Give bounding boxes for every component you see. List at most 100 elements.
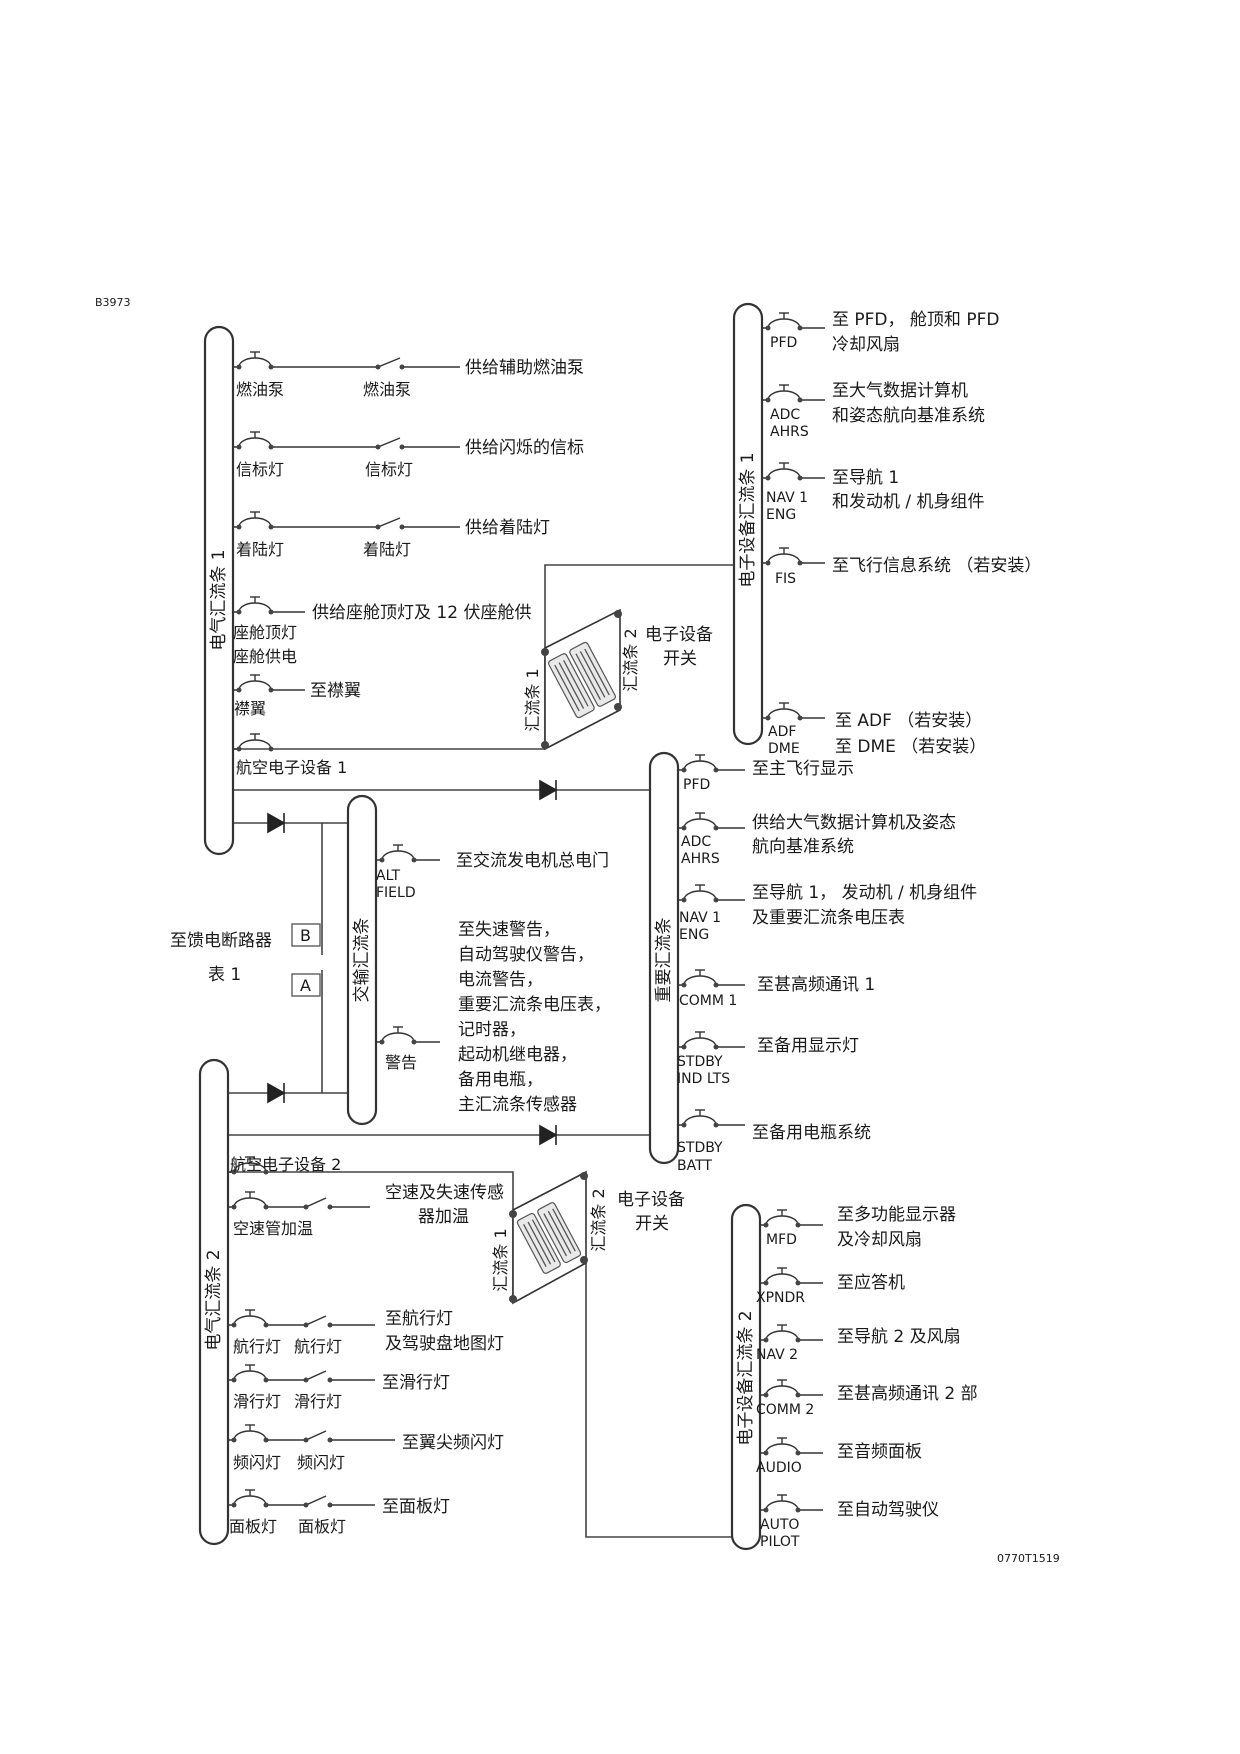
cb-code: COMM 1 xyxy=(679,993,737,1009)
branch-desc: 至多功能显示器 xyxy=(837,1205,956,1225)
circuit-breaker-icon xyxy=(228,1315,375,1326)
elec-bus-2-label: 电气汇流条 2 xyxy=(204,1249,224,1350)
switch-bus1-label: 汇流条 1 xyxy=(491,1228,510,1291)
feeder-label: 至馈电断路器 xyxy=(170,931,272,951)
avionics-master-switch-2[interactable]: 汇流条 1 汇流条 2 电子设备 开关 xyxy=(491,1170,685,1305)
circuit-breaker-icon xyxy=(678,760,745,771)
cb-code-2: PILOT xyxy=(760,1534,800,1550)
doc-ref-bottom: 0770T1519 xyxy=(997,1552,1060,1565)
cb-code: ADF xyxy=(768,724,796,740)
cb-code-2: AHRS xyxy=(770,424,809,440)
branch-desc: 供给着陆灯 xyxy=(465,518,550,538)
elec-bus-1-label: 电气汇流条 1 xyxy=(209,549,229,650)
branch-desc: 至 PFD， 舱顶和 PFD xyxy=(832,310,999,330)
cb-label: 空速管加温 xyxy=(233,1219,313,1238)
switch-label: 航行灯 xyxy=(294,1337,342,1356)
cb-code-2: FIELD xyxy=(376,885,416,901)
avionics-master-switch-1[interactable]: 汇流条 1 汇流条 2 电子设备 开关 xyxy=(523,608,713,751)
cb-label: 信标灯 xyxy=(236,460,284,479)
branch-desc-2: 及驾驶盘地图灯 xyxy=(385,1334,504,1354)
circuit-breaker-icon xyxy=(678,818,745,829)
branch-desc: 至音频面板 xyxy=(837,1442,922,1462)
branch-desc-2: 航向基准系统 xyxy=(752,837,854,857)
avionics-bus-1-branches: PFD 至 PFD， 舱顶和 PFD 冷却风扇 ADC AHRS 至大气数据计算… xyxy=(762,310,1041,757)
switch-label: 面板灯 xyxy=(298,1517,346,1536)
branch-desc-2: 和姿态航向基准系统 xyxy=(832,406,985,426)
branch-desc: 至飞行信息系统 （若安装） xyxy=(832,556,1041,576)
crossfeed-bus-label: 交输汇流条 xyxy=(352,918,372,1003)
warn-list-item: 电流警告， xyxy=(458,970,543,990)
cb-code: PFD xyxy=(683,777,710,793)
elec-bus-1-branches: 燃油泵 燃油泵 供给辅助燃油泵 信标灯 信标灯 供给闪烁的信标 着陆灯 着陆灯 … xyxy=(233,351,584,777)
cb-code: NAV 2 xyxy=(756,1347,798,1363)
diode-crossfeed-2 xyxy=(267,1082,286,1104)
branch-desc-2: 冷却风扇 xyxy=(832,335,900,355)
switch-label: 滑行灯 xyxy=(294,1392,342,1411)
cb-code-2: DME xyxy=(768,741,800,757)
branch-desc: 供给座舱顶灯及 12 伏座舱供 xyxy=(312,603,531,623)
essential-bus-bar xyxy=(648,751,680,1165)
rocker-switch-icon[interactable] xyxy=(548,641,617,719)
branch-desc: 至导航 2 及风扇 xyxy=(837,1327,961,1347)
circuit-breaker-icon xyxy=(678,890,745,901)
circuit-breaker-icon xyxy=(233,437,372,448)
switch-title: 电子设备 xyxy=(617,1190,685,1210)
branch-desc: 至襟翼 xyxy=(310,681,361,701)
circuit-breaker-icon xyxy=(228,1495,375,1506)
circuit-breaker-icon xyxy=(678,1115,745,1126)
circuit-breaker-icon xyxy=(762,708,825,719)
branch-desc-2: 及冷却风扇 xyxy=(837,1230,922,1250)
diode-essential-2 xyxy=(539,1124,558,1146)
cb-code: AUDIO xyxy=(756,1460,802,1476)
switch-label: 信标灯 xyxy=(365,460,413,479)
cb-code: ALT xyxy=(376,868,400,884)
branch-desc: 至交流发电机总电门 xyxy=(456,851,609,871)
avionics-bus-1-bar xyxy=(732,302,764,746)
cb-code: STDBY xyxy=(677,1140,723,1156)
cb-label: 襟翼 xyxy=(234,699,266,718)
switch-bus2-label: 汇流条 2 xyxy=(621,628,640,691)
feeder-b-box xyxy=(291,923,321,947)
warn-list-item: 至失速警告， xyxy=(458,920,560,940)
switch-panel xyxy=(512,1170,587,1305)
circuit-breaker-icon xyxy=(760,1385,823,1396)
circuit-breaker-icon xyxy=(376,850,440,861)
warn-list-item: 起动机继电器， xyxy=(458,1045,577,1065)
switch-label: 着陆灯 xyxy=(363,540,411,559)
switch-icon xyxy=(372,437,460,448)
cb-label: 滑行灯 xyxy=(233,1392,281,1411)
switch-title-2: 开关 xyxy=(663,649,697,669)
circuit-breaker-icon xyxy=(762,468,825,479)
wire-switch-to-avionics-bus2 xyxy=(585,1263,732,1538)
branch-desc: 至甚高频通讯 2 部 xyxy=(837,1384,978,1404)
elec-bus-1-bar xyxy=(203,325,235,856)
cb-label: 座舱顶灯 xyxy=(233,623,297,642)
cb-code: XPNDR xyxy=(756,1290,805,1306)
cb-code: ADC xyxy=(681,834,711,850)
feeder-a-box xyxy=(291,973,321,997)
warn-list-item: 记时器， xyxy=(458,1020,526,1040)
branch-desc: 至导航 1 xyxy=(832,468,899,488)
cb-code-2: IND LTS xyxy=(677,1071,730,1087)
switch-label: 频闪灯 xyxy=(297,1453,345,1472)
feeder-a: A xyxy=(300,976,311,995)
cb-code: ADC xyxy=(770,407,800,423)
branch-desc: 至备用电瓶系统 xyxy=(752,1123,871,1143)
elec-bus-2-bar xyxy=(198,1058,230,1546)
essential-bus-branches: PFD 至主飞行显示 ADC AHRS 供给大气数据计算机及姿态 航向基准系统 … xyxy=(677,754,977,1174)
branch-desc: 至主飞行显示 xyxy=(752,759,854,779)
switch-icon xyxy=(372,517,460,528)
cb-label: 航空电子设备 1 xyxy=(236,758,347,777)
diode-essential-1 xyxy=(539,779,558,801)
rocker-switch-icon[interactable] xyxy=(516,1202,582,1275)
elec-bus-2-branches: 航空电子设备 2 空速管加温 空速及失速传感 器加温 航行灯 航行灯 至航行灯 … xyxy=(228,1155,504,1536)
circuit-breaker-icon xyxy=(228,1430,395,1441)
diode-crossfeed-1 xyxy=(267,812,286,834)
cb-label: 面板灯 xyxy=(229,1517,277,1536)
circuit-breaker-icon xyxy=(233,357,372,368)
cb-code: AUTO xyxy=(760,1517,799,1533)
branch-desc: 至面板灯 xyxy=(382,1497,450,1517)
cb-label-2: 座舱供电 xyxy=(233,647,297,666)
cb-code-2: ENG xyxy=(766,507,796,523)
